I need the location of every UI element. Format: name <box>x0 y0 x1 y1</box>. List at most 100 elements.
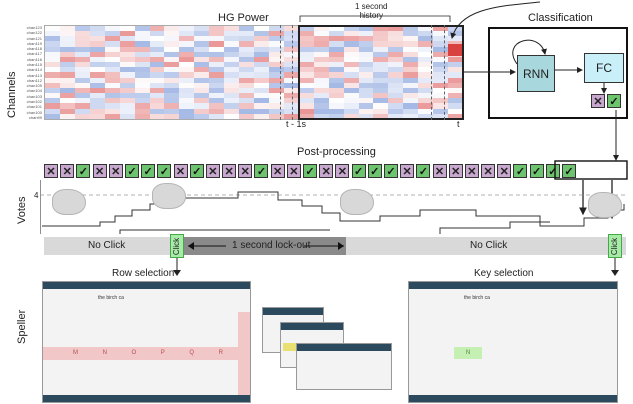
heatmap-cell <box>358 56 374 63</box>
heatmap-cell <box>134 103 150 109</box>
history-dashed-line <box>292 25 293 120</box>
heatmap-cell <box>74 98 90 104</box>
heatmap-cell <box>373 26 389 32</box>
vote-check-chip: ✓ <box>76 164 91 178</box>
heatmap-cell <box>328 67 344 73</box>
speller-label: Speller <box>16 309 28 344</box>
heatmap-cell <box>104 36 120 42</box>
vote-check-chip: ✓ <box>562 164 576 178</box>
heatmap-cell <box>343 113 359 119</box>
heatmap-cell <box>448 26 463 32</box>
heatmap-cell <box>254 36 269 42</box>
heatmap-cell <box>194 77 210 83</box>
heatmap-cell <box>268 77 284 83</box>
heatmap-cell <box>283 51 299 57</box>
heatmap-cell <box>134 26 150 32</box>
heatmap-cell <box>149 41 165 47</box>
heatmap-cell <box>268 87 284 94</box>
heatmap-cell <box>373 67 389 73</box>
heatmap-cell <box>194 98 210 104</box>
vote-sequence: ✕✕✓✕✕✓✓✓✕✓✕✕✕✓✕✕✓✕✕✓✓✓✕✓✕✕✕✕✕✓✓✓✓ <box>44 164 576 178</box>
rnn-block: RNN <box>517 55 555 92</box>
heatmap-cell <box>313 36 329 42</box>
heatmap-cell <box>239 82 254 88</box>
heatmap-cell <box>298 72 314 78</box>
heatmap-cell <box>358 36 374 42</box>
heatmap-cell <box>134 31 150 37</box>
heatmap-cell <box>45 77 60 83</box>
heatmap-cell <box>74 77 90 83</box>
heatmap-cell <box>343 26 359 32</box>
heatmap-cell <box>418 31 434 37</box>
heatmap-cell <box>209 67 225 73</box>
heatmap-cell <box>254 103 269 109</box>
heatmap-cell <box>343 62 359 68</box>
heatmap-cell <box>343 46 359 52</box>
heatmap-cell <box>358 98 374 104</box>
heatmap-cell <box>268 108 284 114</box>
heatmap-cell <box>149 108 165 114</box>
heatmap-cell <box>343 36 359 42</box>
heatmap-cell <box>433 62 449 68</box>
heatmap-cell <box>224 108 240 114</box>
vote-x-chip: ✕ <box>464 164 479 178</box>
heatmap-cell <box>194 51 210 57</box>
heatmap-cell <box>268 51 284 57</box>
output-x-chip: ✕ <box>591 94 605 108</box>
heatmap-cell <box>239 77 254 83</box>
back-column <box>238 312 250 397</box>
heatmap-cell <box>119 113 135 119</box>
heatmap-cell <box>194 93 210 99</box>
channel-label: chan117 <box>26 51 42 57</box>
row-letter: Q <box>189 350 195 356</box>
key-selection-label: Key selection <box>474 268 534 279</box>
heatmap-cell <box>313 56 329 63</box>
heatmap-cell <box>268 62 284 68</box>
heatmap-cell <box>104 98 120 104</box>
heatmap-cell <box>224 41 240 47</box>
heatmap-cell <box>224 36 240 42</box>
heatmap-cell <box>373 46 389 52</box>
heatmap-cell <box>89 62 105 68</box>
vote-x-chip: ✕ <box>286 164 301 178</box>
lockout-arrow <box>188 242 344 250</box>
heatmap-cell <box>373 77 389 83</box>
heatmap-cell <box>119 87 135 94</box>
heatmap-cell <box>224 51 240 57</box>
vote-x-chip: ✕ <box>222 164 237 178</box>
heatmap-cell <box>313 103 329 109</box>
heatmap-cell <box>74 72 90 78</box>
heatmap-cell <box>89 72 105 78</box>
heatmap-cell <box>89 41 105 47</box>
latest-sample-highlight <box>448 44 462 56</box>
heatmap-cell <box>104 108 120 114</box>
heatmap-cell <box>74 26 90 32</box>
history-dashed-line <box>280 25 281 120</box>
heatmap-cell <box>343 87 359 94</box>
heatmap-cell <box>239 87 254 94</box>
hand-icon <box>588 192 622 218</box>
heatmap-cell <box>343 72 359 78</box>
heatmap-cell <box>119 72 135 78</box>
speller-thumbnail <box>296 343 392 390</box>
heatmap-cell <box>104 82 120 88</box>
vote-check-chip: ✓ <box>367 164 382 178</box>
heatmap-cell <box>283 82 299 88</box>
heatmap-cell <box>74 56 90 63</box>
heatmap-cell <box>239 108 254 114</box>
heatmap-cell <box>104 31 120 37</box>
heatmap-cell <box>239 98 254 104</box>
heatmap-cell <box>45 46 60 52</box>
heatmap-cell <box>388 72 404 78</box>
heatmap-cell <box>164 98 180 104</box>
heatmap-cell <box>254 31 269 37</box>
heatmap-cell <box>239 67 254 73</box>
heatmap-cell <box>59 87 75 94</box>
heatmap-cell <box>209 87 225 94</box>
heatmap-cell <box>194 56 210 63</box>
heatmap-cell <box>403 108 419 114</box>
heatmap-cell <box>239 31 254 37</box>
heatmap-cell <box>298 51 314 57</box>
heatmap-cell <box>239 72 254 78</box>
